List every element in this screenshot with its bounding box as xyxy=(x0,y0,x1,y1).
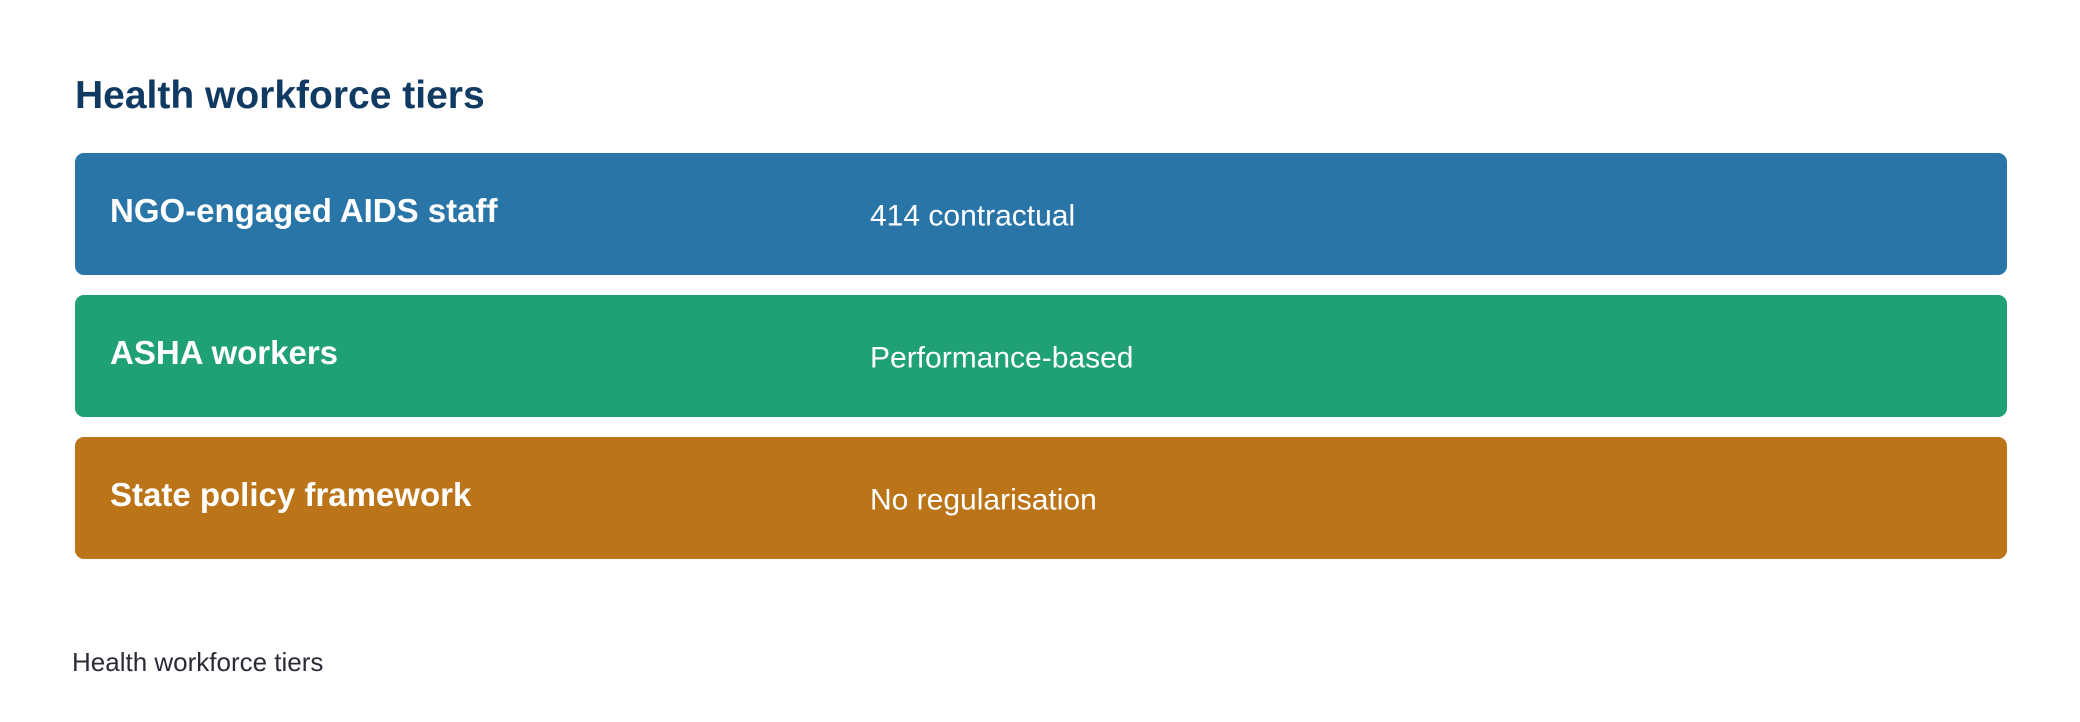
tier-description: 414 contractual xyxy=(870,199,1076,233)
diagram-title: Health workforce tiers xyxy=(75,74,485,117)
tier-state-policy-framework: State policy framework No regularisation xyxy=(75,437,2007,559)
figure-caption: Health workforce tiers xyxy=(72,647,324,677)
tier-description: Performance-based xyxy=(870,341,1134,375)
tier-name: ASHA workers xyxy=(110,333,339,371)
tier-asha-workers: ASHA workers Performance-based xyxy=(75,295,2007,417)
tier-name: State policy framework xyxy=(110,475,472,513)
tier-ngo-aids-staff: NGO-engaged AIDS staff 414 contractual xyxy=(75,153,2007,275)
tier-list: NGO-engaged AIDS staff 414 contractual A… xyxy=(75,153,2007,579)
tier-name: NGO-engaged AIDS staff xyxy=(110,191,498,229)
tier-description: No regularisation xyxy=(870,483,1097,517)
